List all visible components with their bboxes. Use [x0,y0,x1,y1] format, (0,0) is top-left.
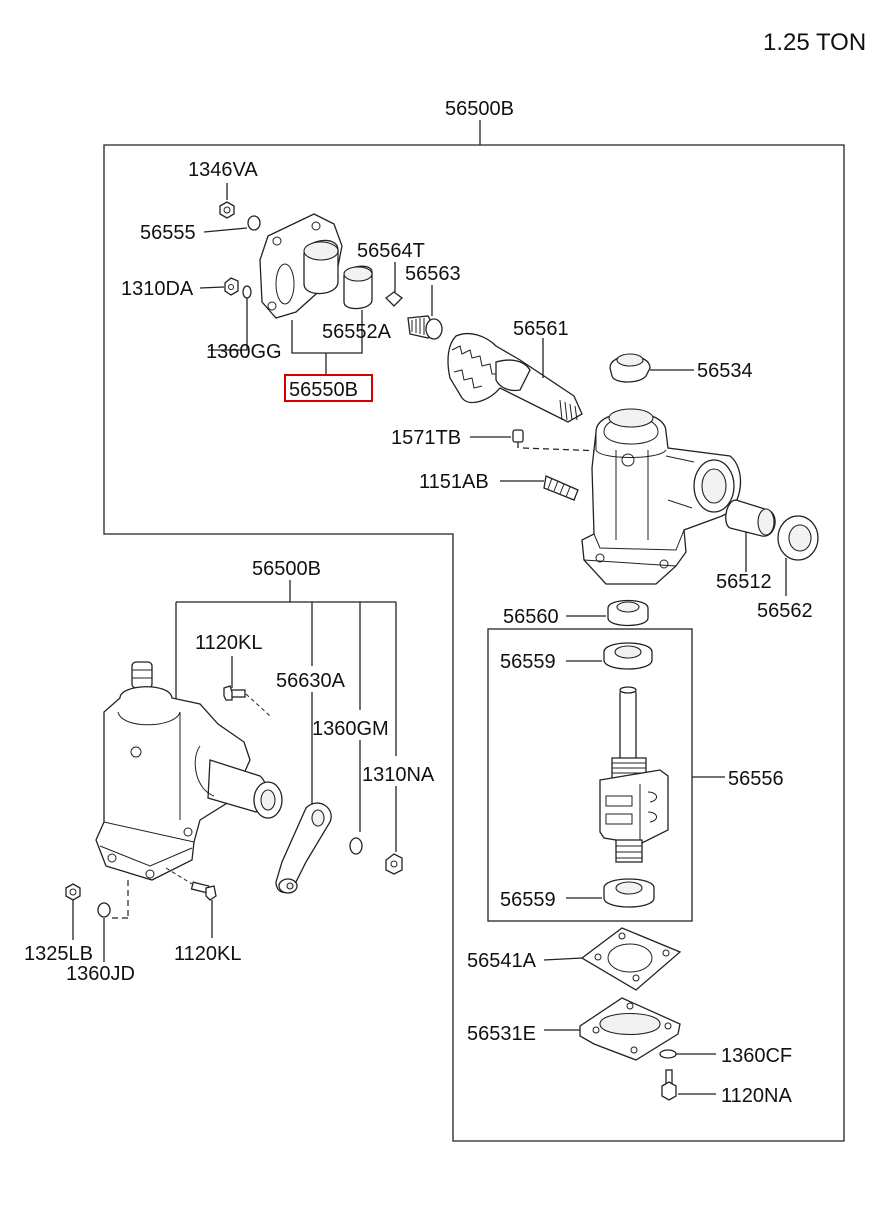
gear-housing[interactable] [581,408,742,585]
label-56555[interactable]: 56555 [140,222,196,244]
label-1151AB[interactable]: 1151AB [419,471,489,493]
bearing-56559-lower[interactable] [603,878,655,908]
label-56560[interactable]: 56560 [503,606,559,628]
oil-seal-56534[interactable] [609,353,651,383]
label-1120KL-lower[interactable]: 1120KL [174,943,241,965]
washer-1360CF[interactable] [659,1049,677,1059]
label-1325LB[interactable]: 1325LB [24,943,93,965]
label-56512[interactable]: 56512 [716,571,772,593]
lock-washer-56564T[interactable] [385,291,403,307]
label-56534[interactable]: 56534 [697,360,753,382]
nut-1310NA[interactable] [385,853,403,875]
bolt-1120KL-upper[interactable] [223,685,271,717]
label-1310NA[interactable]: 1310NA [362,764,435,786]
plug-1571TB[interactable] [512,429,524,448]
washer-1360JD[interactable] [97,902,111,918]
label-1360JD[interactable]: 1360JD [66,963,135,985]
bolt-1120KL-lower[interactable] [165,867,217,901]
pitman-arm-56630A[interactable] [275,802,332,894]
oil-seal-56562[interactable] [777,515,819,561]
nut-1325LB[interactable] [65,883,81,901]
label-56541A[interactable]: 56541A [467,950,537,972]
worm-shaft-ball-nut[interactable] [599,686,669,863]
bushing-56552A[interactable] [343,265,373,310]
washer-1360GG[interactable] [242,285,252,299]
label-1120NA[interactable]: 1120NA [721,1085,792,1107]
label-56559-upper[interactable]: 56559 [500,651,556,673]
label-56556[interactable]: 56556 [728,768,784,790]
label-1310DA[interactable]: 1310DA [121,278,194,300]
worm-assembly-box [487,628,693,922]
bushing-56512[interactable] [725,499,776,537]
steering-gear-housing-exterior[interactable] [95,661,283,881]
stud-bolt-1151AB[interactable] [543,475,579,501]
label-56562[interactable]: 56562 [757,600,813,622]
nut-1310DA[interactable] [224,277,239,296]
bearing-56559-upper[interactable] [603,642,653,670]
sector-shaft-56561[interactable] [447,332,583,423]
label-56630A[interactable]: 56630A [276,670,346,692]
assembly-boundary [103,144,845,1142]
label-1360GG[interactable]: 1360GG [206,341,282,363]
model-label: 1.25 TON [763,29,866,56]
end-cover-56531E[interactable] [579,997,681,1061]
side-cover-56550B[interactable] [259,213,343,319]
gasket-56541A[interactable] [580,927,682,991]
label-56531E[interactable]: 56531E [467,1023,536,1045]
seal-56560[interactable] [607,599,649,627]
label-1571TB[interactable]: 1571TB [391,427,461,449]
washer-1360GM[interactable] [349,837,363,855]
label-56563[interactable]: 56563 [405,263,461,285]
label-56552A[interactable]: 56552A [322,321,392,343]
label-56559-lower[interactable]: 56559 [500,889,556,911]
label-1360GM[interactable]: 1360GM [312,718,389,740]
label-56564T[interactable]: 56564T [357,240,425,262]
nut-1346VA[interactable] [219,201,235,219]
label-1360CF[interactable]: 1360CF [721,1045,792,1067]
label-56500B-top[interactable]: 56500B [445,98,514,120]
label-56550B[interactable]: 56550B [289,379,358,401]
washer-56555[interactable] [247,215,261,231]
label-1346VA[interactable]: 1346VA [188,159,258,181]
adjusting-screw-56563[interactable] [407,315,443,340]
label-56500B-lower[interactable]: 56500B [252,558,321,580]
highlight-box-56550B [284,374,373,402]
label-1120KL-upper[interactable]: 1120KL [195,632,262,654]
label-56561[interactable]: 56561 [513,318,569,340]
bolt-1120NA[interactable] [661,1069,677,1101]
